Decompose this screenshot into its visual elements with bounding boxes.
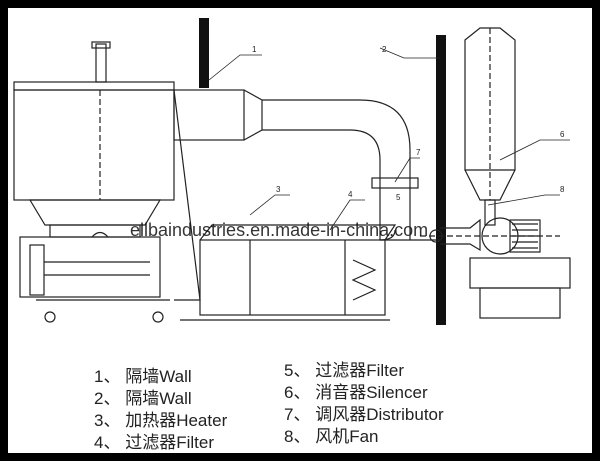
callout-8: 8	[560, 185, 565, 194]
callout-leaders	[208, 47, 570, 231]
wall-1	[199, 18, 209, 88]
ductwork	[173, 89, 481, 252]
legend-item: 6、 消音器Silencer	[284, 383, 428, 402]
legend-item: 3、 加热器Heater	[94, 411, 228, 430]
legend-right: 5、 过滤器Filter 6、 消音器Silencer 7、 调风器Distri…	[284, 360, 444, 448]
dryer-layout-diagram: 1 2 3 4 5 6 7 8	[13, 18, 571, 325]
legend-item: 7、 调风器Distributor	[284, 405, 444, 424]
callout-7: 7	[416, 148, 421, 157]
callout-2: 2	[382, 45, 387, 54]
legend-item: 8、 风机Fan	[284, 427, 379, 446]
legend-item: 1、 隔墙Wall	[94, 367, 192, 386]
callout-3: 3	[276, 185, 281, 194]
wall-2	[436, 35, 446, 325]
legend-item: 5、 过滤器Filter	[284, 361, 404, 380]
watermark: ellbaindustries.en.made-in-china.com	[130, 220, 429, 240]
dryer-unit	[13, 41, 201, 323]
legend-item: 4、 过滤器Filter	[94, 433, 214, 452]
callout-labels: 1 2 3 4 5 6 7 8	[252, 45, 565, 202]
callout-6: 6	[560, 130, 565, 139]
diagram-canvas: 1 2 3 4 5 6 7 8 ellbaindustries.en.made-…	[8, 8, 592, 453]
callout-4: 4	[348, 190, 353, 199]
legend-left: 1、 隔墙Wall 2、 隔墙Wall 3、 加热器Heater 4、 过滤器F…	[94, 366, 227, 453]
heater-filter-box	[180, 224, 397, 321]
legend-item: 2、 隔墙Wall	[94, 389, 192, 408]
callout-1: 1	[252, 45, 257, 54]
silencer	[464, 27, 516, 226]
callout-5: 5	[396, 193, 401, 202]
fan-unit	[420, 217, 571, 319]
